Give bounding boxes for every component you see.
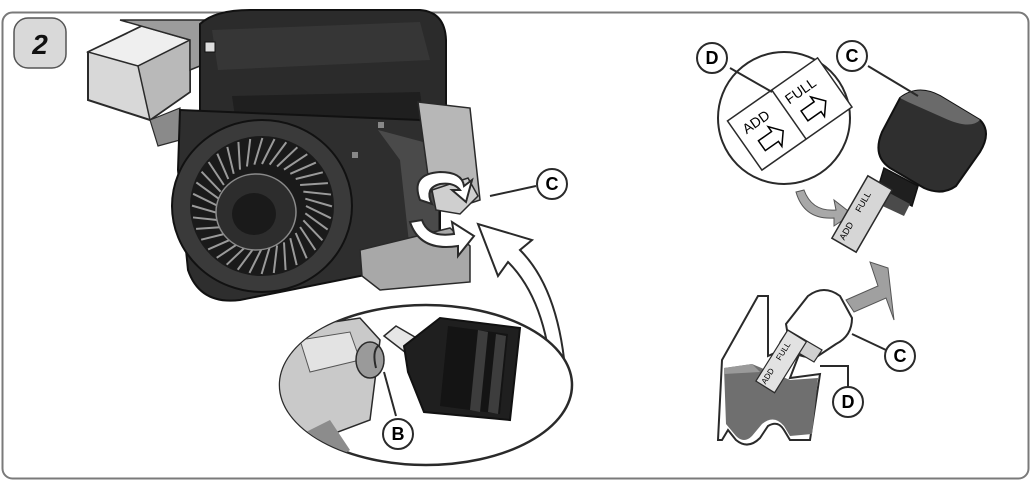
starter-vane <box>295 171 324 180</box>
engine-illustration <box>85 9 481 302</box>
callout-b: B <box>382 418 414 450</box>
callout-c-cap-side: C <box>884 340 916 372</box>
dipstick-zoom: ADD FULL D <box>696 42 854 185</box>
pour-arrow <box>476 222 568 381</box>
starter-vane <box>303 190 332 196</box>
callout-d-side-label: D <box>842 392 855 412</box>
starter-vane <box>289 161 317 175</box>
oil-fill-zoom: B <box>278 303 574 467</box>
oil-cap-dipstick: ADD FULL C <box>830 40 987 254</box>
starter-vane <box>200 170 222 193</box>
starter-vane <box>226 146 235 175</box>
oil-level-section: ADD FULL C D <box>716 261 916 446</box>
starter-vane <box>236 246 256 271</box>
step-number: 2 <box>31 29 48 60</box>
starter-vane <box>253 137 264 165</box>
starter-vane <box>300 182 328 186</box>
callout-c-engine: C <box>536 168 568 200</box>
callout-b-label: B <box>392 424 405 444</box>
callout-c-cap-top-label: C <box>846 46 859 66</box>
starter-vane <box>260 247 271 275</box>
starter-vane <box>245 138 252 167</box>
starter-vane <box>216 153 230 180</box>
callout-c-engine-label: C <box>546 174 559 194</box>
recoil-starter <box>171 119 353 293</box>
starter-vane <box>261 138 276 165</box>
starter-vane <box>268 141 288 166</box>
callout-c-cap-side-label: C <box>894 346 907 366</box>
callout-d-zoom-label: D <box>706 48 719 68</box>
starter-vane <box>302 219 324 242</box>
starter-vane <box>305 197 333 208</box>
unscrew-cap-arrow <box>408 170 476 259</box>
starter-vane <box>294 232 308 259</box>
starter-vane <box>195 181 220 200</box>
callout-d-side: D <box>832 386 864 418</box>
starter-vane <box>248 247 263 274</box>
starter-vane <box>283 153 308 171</box>
dipstick-gauge-zoom: ADD FULL <box>726 56 854 172</box>
starter-vane <box>192 192 219 207</box>
starter-vane <box>283 242 287 271</box>
callout-d-zoom: D <box>696 42 728 74</box>
step-badge: 2 <box>13 17 67 69</box>
starter-vane <box>237 141 241 170</box>
starter-vane <box>305 205 332 220</box>
oil-bottle <box>373 316 522 422</box>
starter-vane <box>289 237 298 266</box>
starter-vane <box>272 245 279 274</box>
starter-vane <box>191 204 219 215</box>
starter-vane <box>276 146 299 168</box>
starter-vane <box>304 212 329 231</box>
oil-cap-installed: ADD FULL <box>755 289 854 394</box>
callout-c-cap-top: C <box>836 40 868 72</box>
starter-vane <box>207 161 225 186</box>
push-cap-arrow <box>845 261 895 321</box>
oil-level-fill <box>724 364 818 440</box>
starter-vane <box>299 226 317 251</box>
